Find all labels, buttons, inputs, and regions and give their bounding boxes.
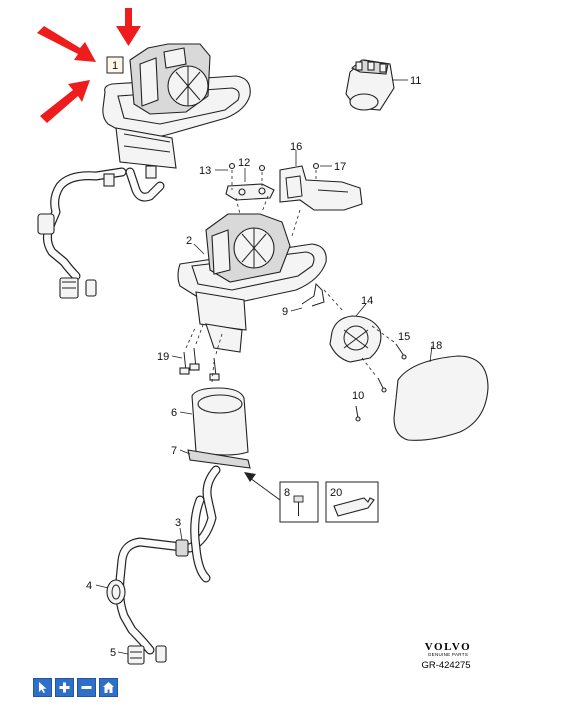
zoom-out-button[interactable]: [77, 678, 96, 697]
arrow-to-gasket-icon: [244, 472, 281, 501]
part-6-cover: 6: [171, 361, 249, 456]
arrow-right-down-icon: [37, 26, 96, 62]
part-3-clip: 3: [175, 517, 189, 557]
part-14-glass-motor: 14: [329, 295, 382, 363]
part-10-screw: 10: [352, 357, 387, 422]
detail-box-8: 8: [279, 481, 319, 523]
callout-7: 7: [171, 445, 177, 457]
arrow-right-up-icon: [40, 80, 90, 123]
callout-8: 8: [284, 487, 290, 499]
callout-9: 9: [282, 306, 288, 318]
part-15-screw: 15: [371, 325, 410, 360]
zoom-toolbar: [33, 678, 118, 697]
part-18-mirror-glass: 18: [393, 340, 489, 441]
home-button[interactable]: [99, 678, 118, 697]
callout-4: 4: [86, 580, 92, 592]
detail-box-20: 20: [325, 481, 379, 523]
volvo-logo: VOLVO GENUINE PARTS: [425, 641, 471, 657]
part-17-screw: 17: [312, 161, 346, 182]
callout-5: 5: [110, 647, 116, 659]
callout-18: 18: [430, 340, 442, 352]
connector-icon: [333, 497, 375, 517]
pointer-button[interactable]: [33, 678, 52, 697]
callout-20: 20: [330, 487, 342, 499]
reference-code: GR-424275: [421, 660, 470, 671]
home-icon: [103, 682, 114, 693]
callout-2: 2: [186, 235, 192, 247]
screw-icon: [293, 495, 304, 516]
part-2-mirror-housing: 2: [177, 195, 327, 353]
part-4-grommet: 4: [86, 579, 126, 605]
zoom-out-icon: [81, 686, 92, 689]
callout-12: 12: [238, 157, 250, 169]
zoom-in-icon: [59, 682, 70, 693]
callout-6: 6: [171, 407, 177, 419]
callout-11: 11: [410, 75, 421, 87]
zoom-in-button[interactable]: [55, 678, 74, 697]
red-arrows: [37, 8, 141, 123]
part-5-connector: 5: [110, 645, 167, 665]
callout-19: 19: [157, 351, 169, 363]
arrow-down-icon: [116, 8, 141, 46]
callout-1: 1: [112, 60, 118, 72]
pointer-icon: [39, 682, 47, 693]
callout-17: 17: [334, 161, 346, 173]
callout-14: 14: [361, 295, 373, 307]
harness-upper: [37, 165, 165, 299]
callout-15: 15: [398, 331, 410, 343]
part-16-bracket: 16: [279, 141, 363, 211]
part-12-bracket: 12: [225, 157, 275, 201]
part-9-clip: 9: [282, 282, 345, 318]
part-1-mirror-assembly: 1: [102, 43, 251, 169]
brand-name: VOLVO: [425, 641, 471, 653]
harness-lower: [115, 465, 221, 655]
brand-tagline: GENUINE PARTS: [428, 652, 468, 657]
part-13-screw: 13: [199, 162, 266, 190]
callout-10: 10: [352, 390, 364, 402]
callout-13: 13: [199, 165, 211, 177]
callout-3: 3: [175, 517, 181, 529]
part-7-gasket: 7: [171, 445, 251, 469]
part-11-motor: 11: [345, 59, 421, 111]
part-19-screws: 19: [157, 321, 223, 381]
callout-1-box: [106, 56, 124, 74]
callout-16: 16: [290, 141, 302, 153]
